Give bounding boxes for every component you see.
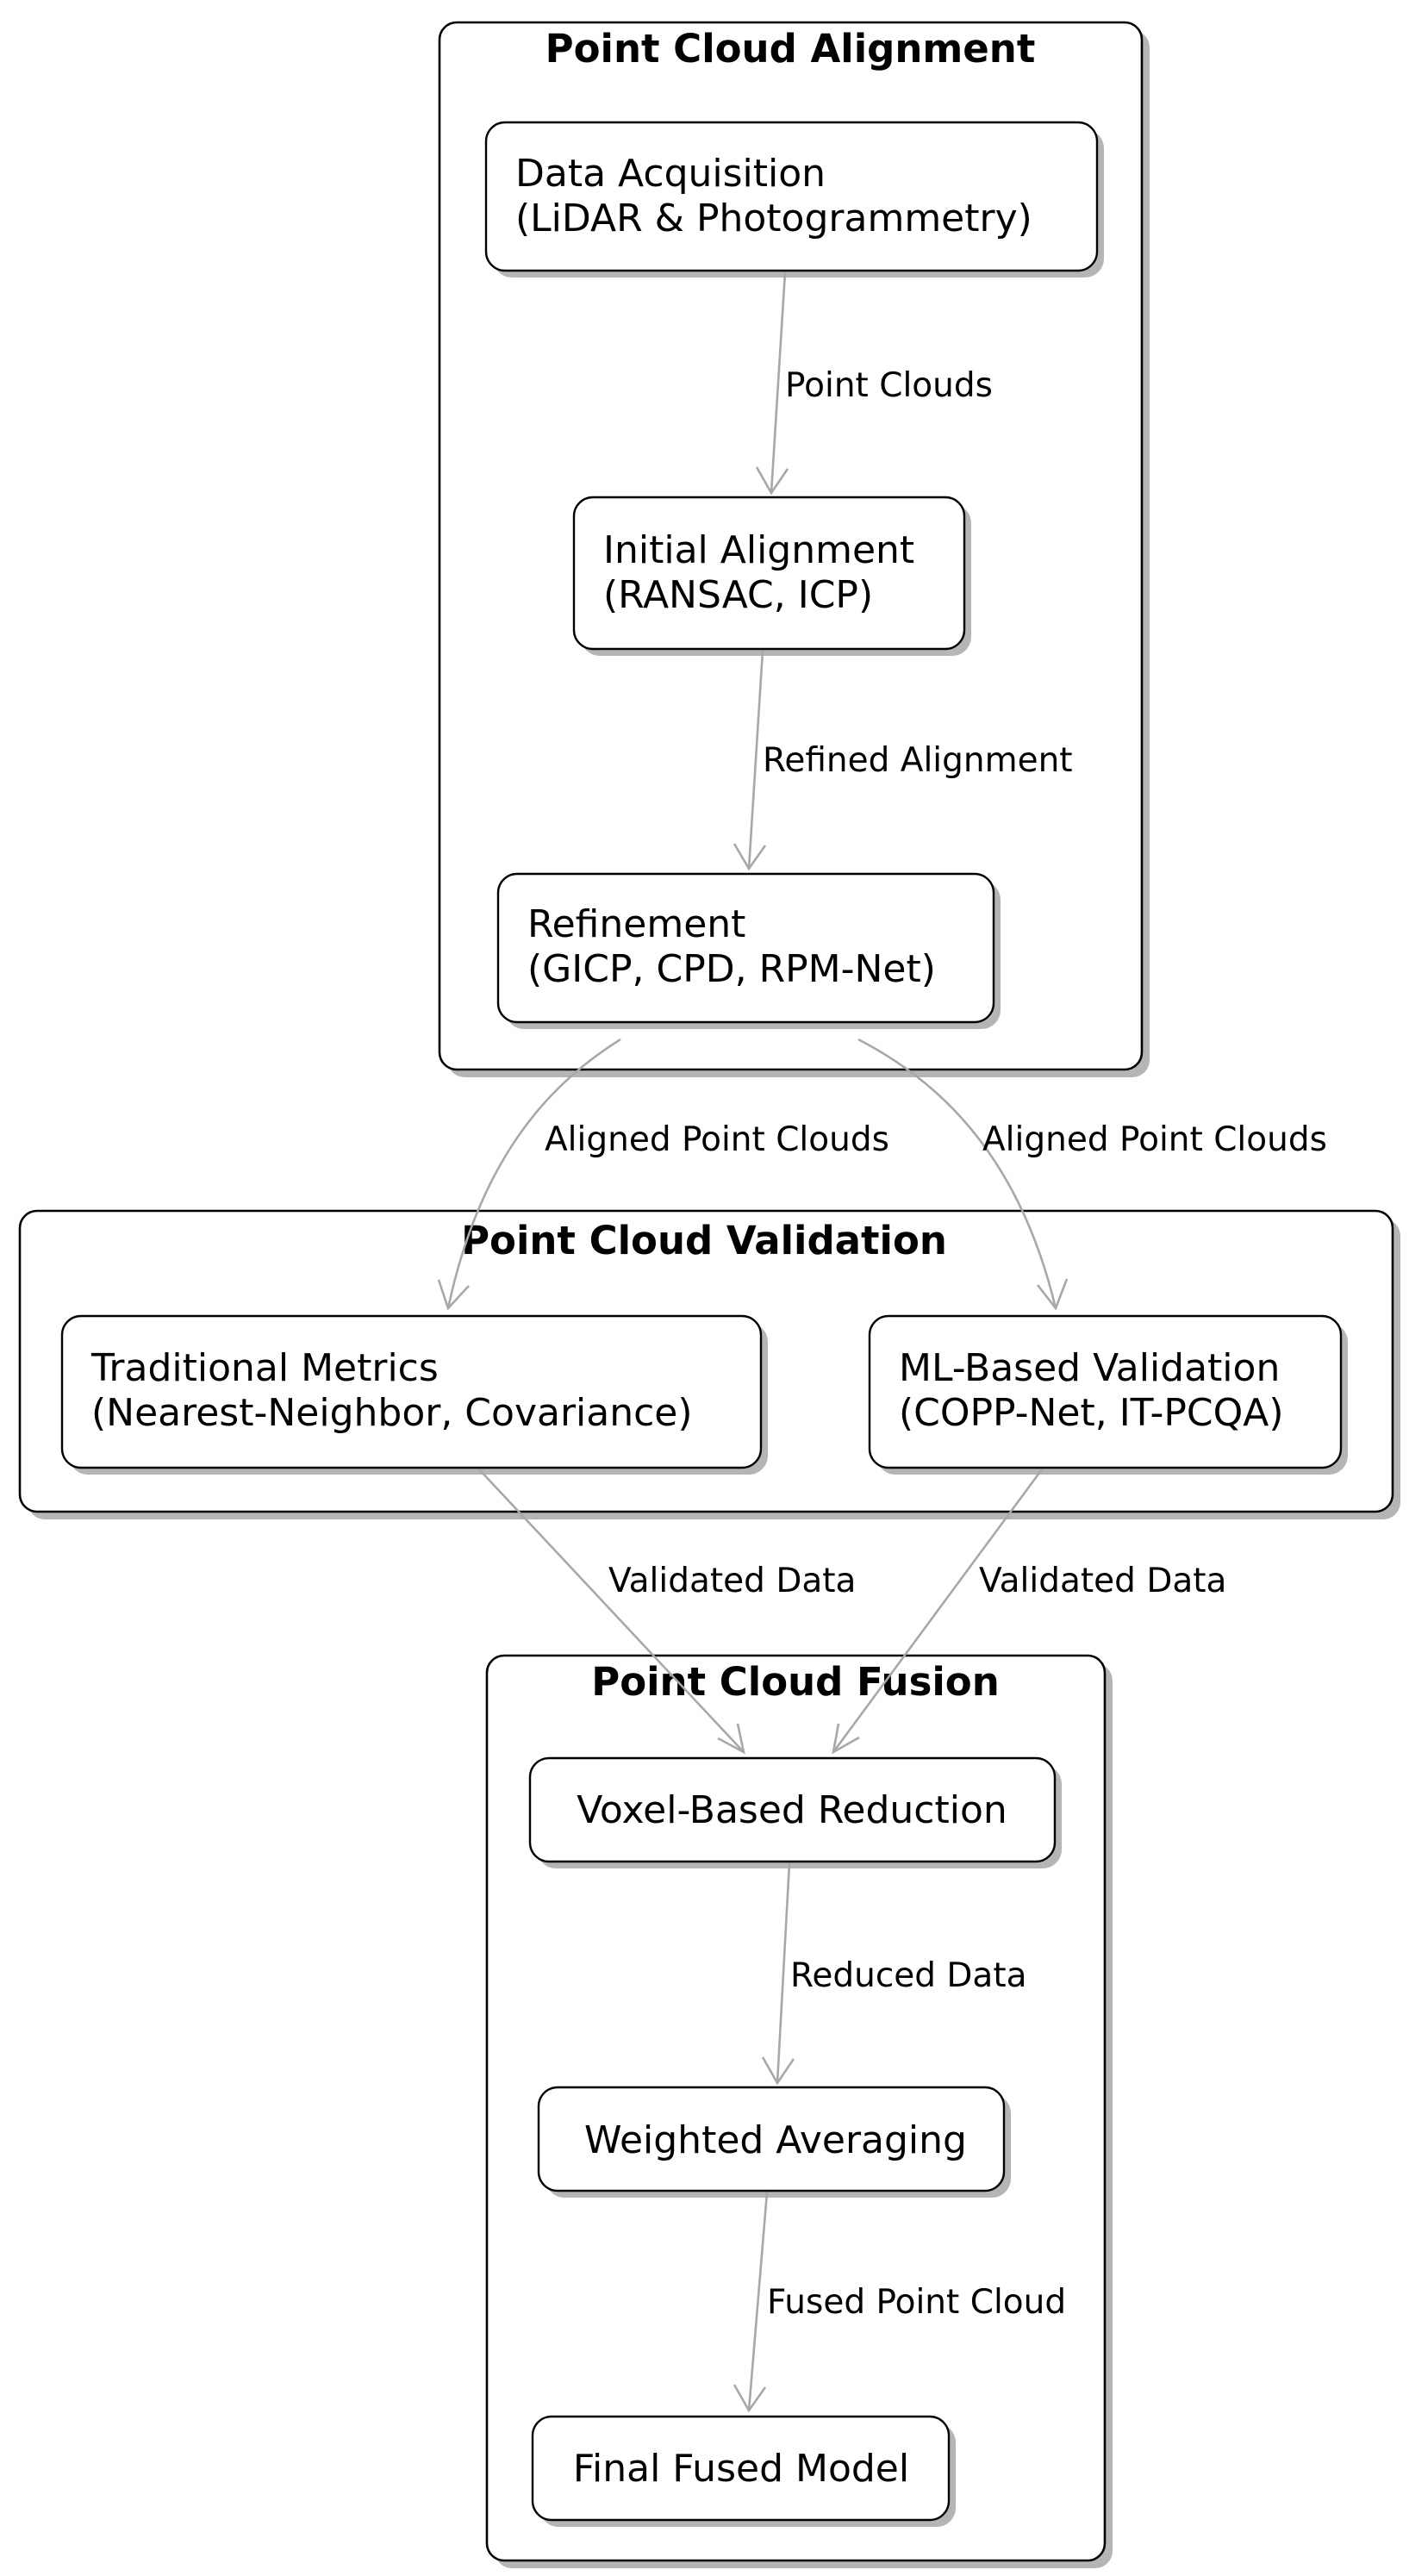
node-box (484, 121, 1099, 272)
arrowhead-icon (717, 1723, 745, 1755)
arrowhead-icon (733, 2384, 767, 2413)
edge-weighted-to-final: Fused Point Cloud (733, 2192, 1066, 2413)
edge-label: Refined Alignment (763, 741, 1073, 780)
arrowhead-icon (1036, 1278, 1069, 1311)
edge-line (478, 1469, 745, 1753)
edge-ml-to-voxel: Validated Data (832, 1469, 1226, 1755)
node-label-line1: Data Acquisition (515, 152, 826, 196)
node-ml-based-validation: ML-Based Validation (COPP-Net, IT-PCQA) (868, 1314, 1348, 1475)
edge-refinement-to-traditional: Aligned Point Clouds (437, 1038, 889, 1311)
node-voxel-based-reduction: Voxel-Based Reduction (528, 1756, 1062, 1868)
node-final-fused-model: Final Fused Model (531, 2415, 956, 2527)
edge-label: Validated Data (979, 1562, 1226, 1600)
edge-line (857, 1038, 1057, 1309)
edge-initial-to-refinement: Refined Alignment (733, 650, 1073, 871)
node-label-line1: Voxel-Based Reduction (577, 1788, 1007, 1832)
package-title-validation: Point Cloud Validation (461, 1218, 947, 1263)
node-label-line2: (Nearest-Neighbor, Covariance) (91, 1391, 693, 1435)
node-label-line2: (GICP, CPD, RPM-Net) (527, 947, 936, 991)
edge-label: Point Clouds (785, 366, 993, 405)
edge-label: Aligned Point Clouds (545, 1120, 889, 1159)
package-title-fusion: Point Cloud Fusion (591, 1659, 1000, 1705)
node-label-line1: Final Fused Model (573, 2447, 909, 2491)
node-label-line1: Weighted Averaging (584, 2118, 967, 2162)
edge-line (747, 650, 764, 870)
edge-label: Reduced Data (790, 1956, 1027, 1995)
node-box (572, 496, 966, 651)
node-data-acquisition: Data Acquisition (LiDAR & Photogrammetry… (484, 121, 1104, 278)
node-weighted-averaging: Weighted Averaging (537, 2086, 1011, 2198)
edge-line (832, 1469, 1044, 1753)
arrowhead-icon (437, 1279, 470, 1311)
node-refinement: Refinement (GICP, CPD, RPM-Net) (496, 872, 1001, 1029)
arrowhead-icon (755, 466, 789, 496)
edge-label: Validated Data (608, 1562, 856, 1600)
arrowhead-icon (733, 843, 767, 871)
edge-refinement-to-ml: Aligned Point Clouds (857, 1038, 1327, 1311)
edge-line (776, 1862, 791, 2084)
edge-line (770, 271, 787, 494)
edge-line (747, 2192, 769, 2411)
node-box (868, 1314, 1343, 1469)
node-label-line1: Initial Alignment (603, 528, 914, 572)
node-traditional-metrics: Traditional Metrics (Nearest-Neighbor, C… (60, 1314, 768, 1475)
arrowhead-icon (832, 1723, 860, 1755)
node-box (60, 1314, 763, 1469)
node-label-line2: (RANSAC, ICP) (603, 573, 873, 617)
node-box (531, 2415, 951, 2522)
node-box (528, 1756, 1057, 1863)
node-label-line2: (LiDAR & Photogrammetry) (515, 196, 1032, 240)
node-label-line2: (COPP-Net, IT-PCQA) (899, 1391, 1284, 1435)
edge-voxel-to-weighted: Reduced Data (761, 1862, 1027, 2086)
node-label-line1: Traditional Metrics (90, 1346, 439, 1390)
edge-traditional-to-voxel: Validated Data (478, 1469, 856, 1755)
edge-acquisition-to-initial: Point Clouds (755, 271, 993, 496)
package-title-alignment: Point Cloud Alignment (546, 26, 1036, 72)
node-box (496, 872, 995, 1024)
node-box (537, 2086, 1006, 2192)
edge-line (446, 1038, 621, 1309)
node-initial-alignment: Initial Alignment (RANSAC, ICP) (572, 496, 971, 656)
node-label-line1: ML-Based Validation (899, 1346, 1280, 1390)
node-label-line1: Refinement (527, 902, 745, 946)
edge-label: Aligned Point Clouds (982, 1120, 1327, 1159)
edge-label: Fused Point Cloud (767, 2283, 1066, 2322)
arrowhead-icon (761, 2056, 795, 2086)
